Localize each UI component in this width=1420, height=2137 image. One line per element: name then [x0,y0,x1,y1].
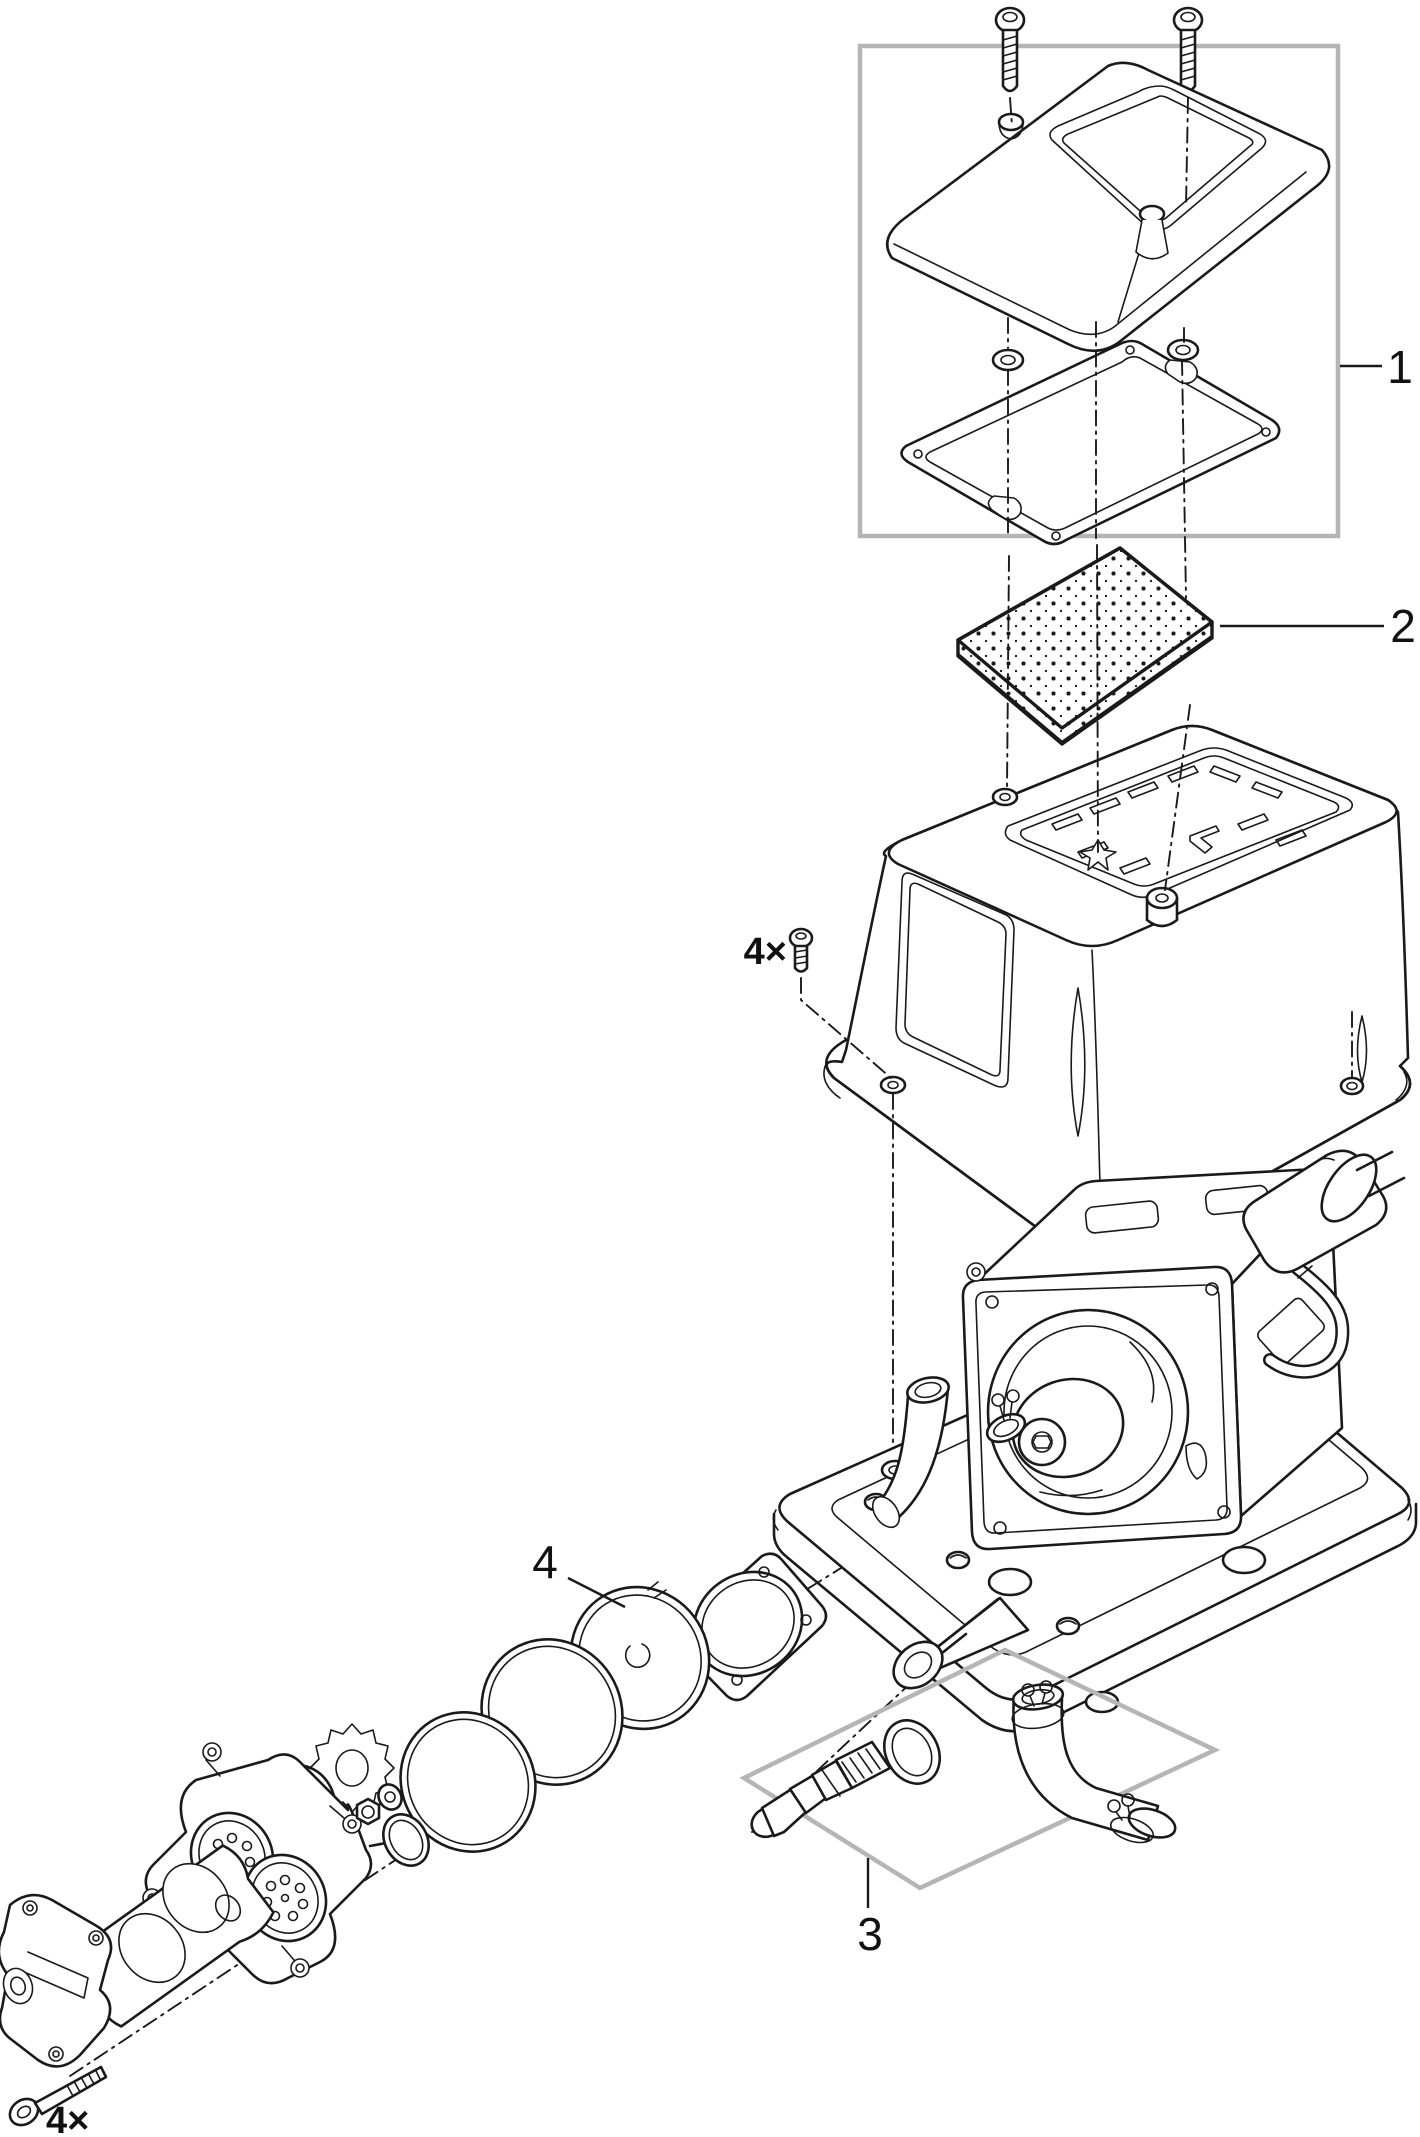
cover-screw-left-icon [994,6,1026,93]
cover-gasket [900,339,1281,546]
callout-1: 1 [1340,341,1413,393]
diaphragm-pin-disc-icon [368,1813,430,1867]
callout-2-label: 2 [1390,600,1416,652]
pump-head-screw-qty-annotation: 4× [46,2100,89,2137]
pump-head-screw-icon [8,2065,108,2127]
air-outlet-manifold [0,1893,113,2068]
small-washer-icon [377,1783,403,1811]
pump-head-screw-qty-label: 4× [46,2100,89,2137]
cover-washer-left-icon [991,348,1025,372]
elbow-clamp-top-icon [1011,1680,1065,1730]
elbow-hose [1011,1680,1177,1844]
power-plug-icon [1242,1149,1406,1274]
manifold-gasket [69,1844,275,2028]
motor-elbow-pipe [871,1376,950,1529]
foam-filter [956,546,1214,746]
cover-screw-right-icon [1172,6,1204,93]
screw-axis-lines [1006,97,1353,1079]
housing-screw-qty-label: 4× [744,931,787,973]
nut-icon [355,1797,381,1826]
flange-plate [665,1552,828,1702]
group1-frame [857,43,1341,539]
elbow-clamp-end-icon [1107,1793,1154,1844]
base-plate-air-port [892,1596,1030,1690]
callout-3: 3 [857,1858,883,1960]
callout-2: 2 [1220,600,1416,652]
hose-barb-fitting [750,1740,892,1839]
fitting-o-ring-icon [883,1719,941,1785]
pump-housing [823,724,1412,1269]
large-o-ring-front-icon [399,1711,537,1853]
small-screw-icon [788,927,814,973]
pump-cover-lid [885,61,1331,353]
callout-1-label: 1 [1387,341,1413,393]
cover-washer-right-icon [1166,338,1200,362]
callout-4-label: 4 [532,1536,558,1588]
motor-pump-unit [871,1149,1406,1597]
housing-screw-qty-annotation: 4× [744,927,894,1459]
hose-clamp-icon [985,1389,1027,1444]
housing-screw-boss-icon [1145,886,1179,928]
callout-3-label: 3 [857,1908,883,1960]
group3-frame [739,1647,1221,1891]
callout-4: 4 [532,1536,626,1609]
